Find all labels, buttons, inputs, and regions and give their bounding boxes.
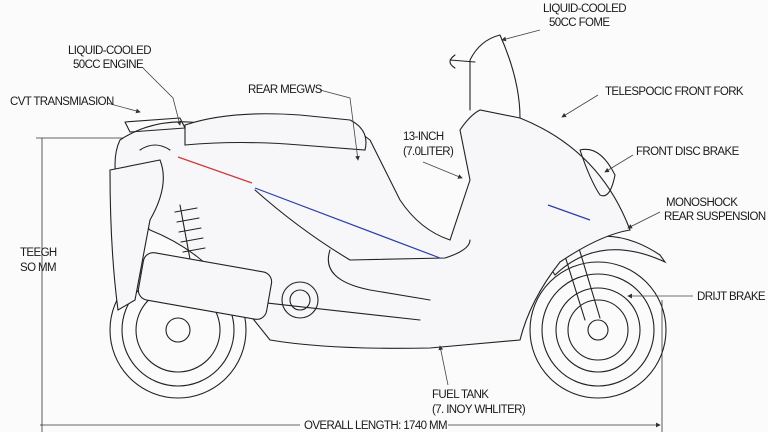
label-fork: TELESPOCIC FRONT FORK bbox=[605, 86, 744, 98]
label-cvt: CVT TRANSMIASION bbox=[10, 96, 114, 108]
label-overall-length: OVERALL LENGTH: 1740 MM bbox=[304, 420, 447, 432]
length-dimension bbox=[40, 300, 663, 432]
engine-cvt bbox=[137, 252, 319, 320]
label-height: TEEGH bbox=[20, 247, 57, 259]
label-disc-brake: FRONT DISC BRAKE bbox=[636, 146, 740, 158]
label-rear: REAR MEGWS bbox=[248, 84, 323, 96]
label-top-engine-sub: 50CC FOME bbox=[549, 17, 610, 29]
label-monoshock-sub: REAR SUSPENSION bbox=[664, 211, 766, 223]
label-drum-brake: DRIJT BRAKE bbox=[697, 291, 766, 303]
label-inch: 13-INCH bbox=[403, 131, 444, 143]
leader-lines bbox=[106, 29, 693, 386]
label-height-sub: SO MM bbox=[20, 262, 56, 274]
label-fuel-tank-sub: (7. INOY WHLITER) bbox=[432, 404, 526, 416]
seat bbox=[184, 113, 367, 151]
front-wheel bbox=[529, 261, 667, 399]
height-dimension bbox=[36, 137, 135, 432]
label-engine-sub: 50CC ENGINE bbox=[73, 59, 144, 71]
label-engine: LIQUID-COOLED bbox=[68, 45, 151, 57]
rear-shock bbox=[174, 204, 206, 271]
label-inch-sub: (7.0LITER) bbox=[403, 146, 454, 158]
label-monoshock: MONOSHOCK bbox=[666, 197, 738, 209]
label-fuel-tank: FUEL TANK bbox=[432, 389, 489, 401]
label-top-engine: LIQUID-COOLED bbox=[543, 3, 626, 15]
